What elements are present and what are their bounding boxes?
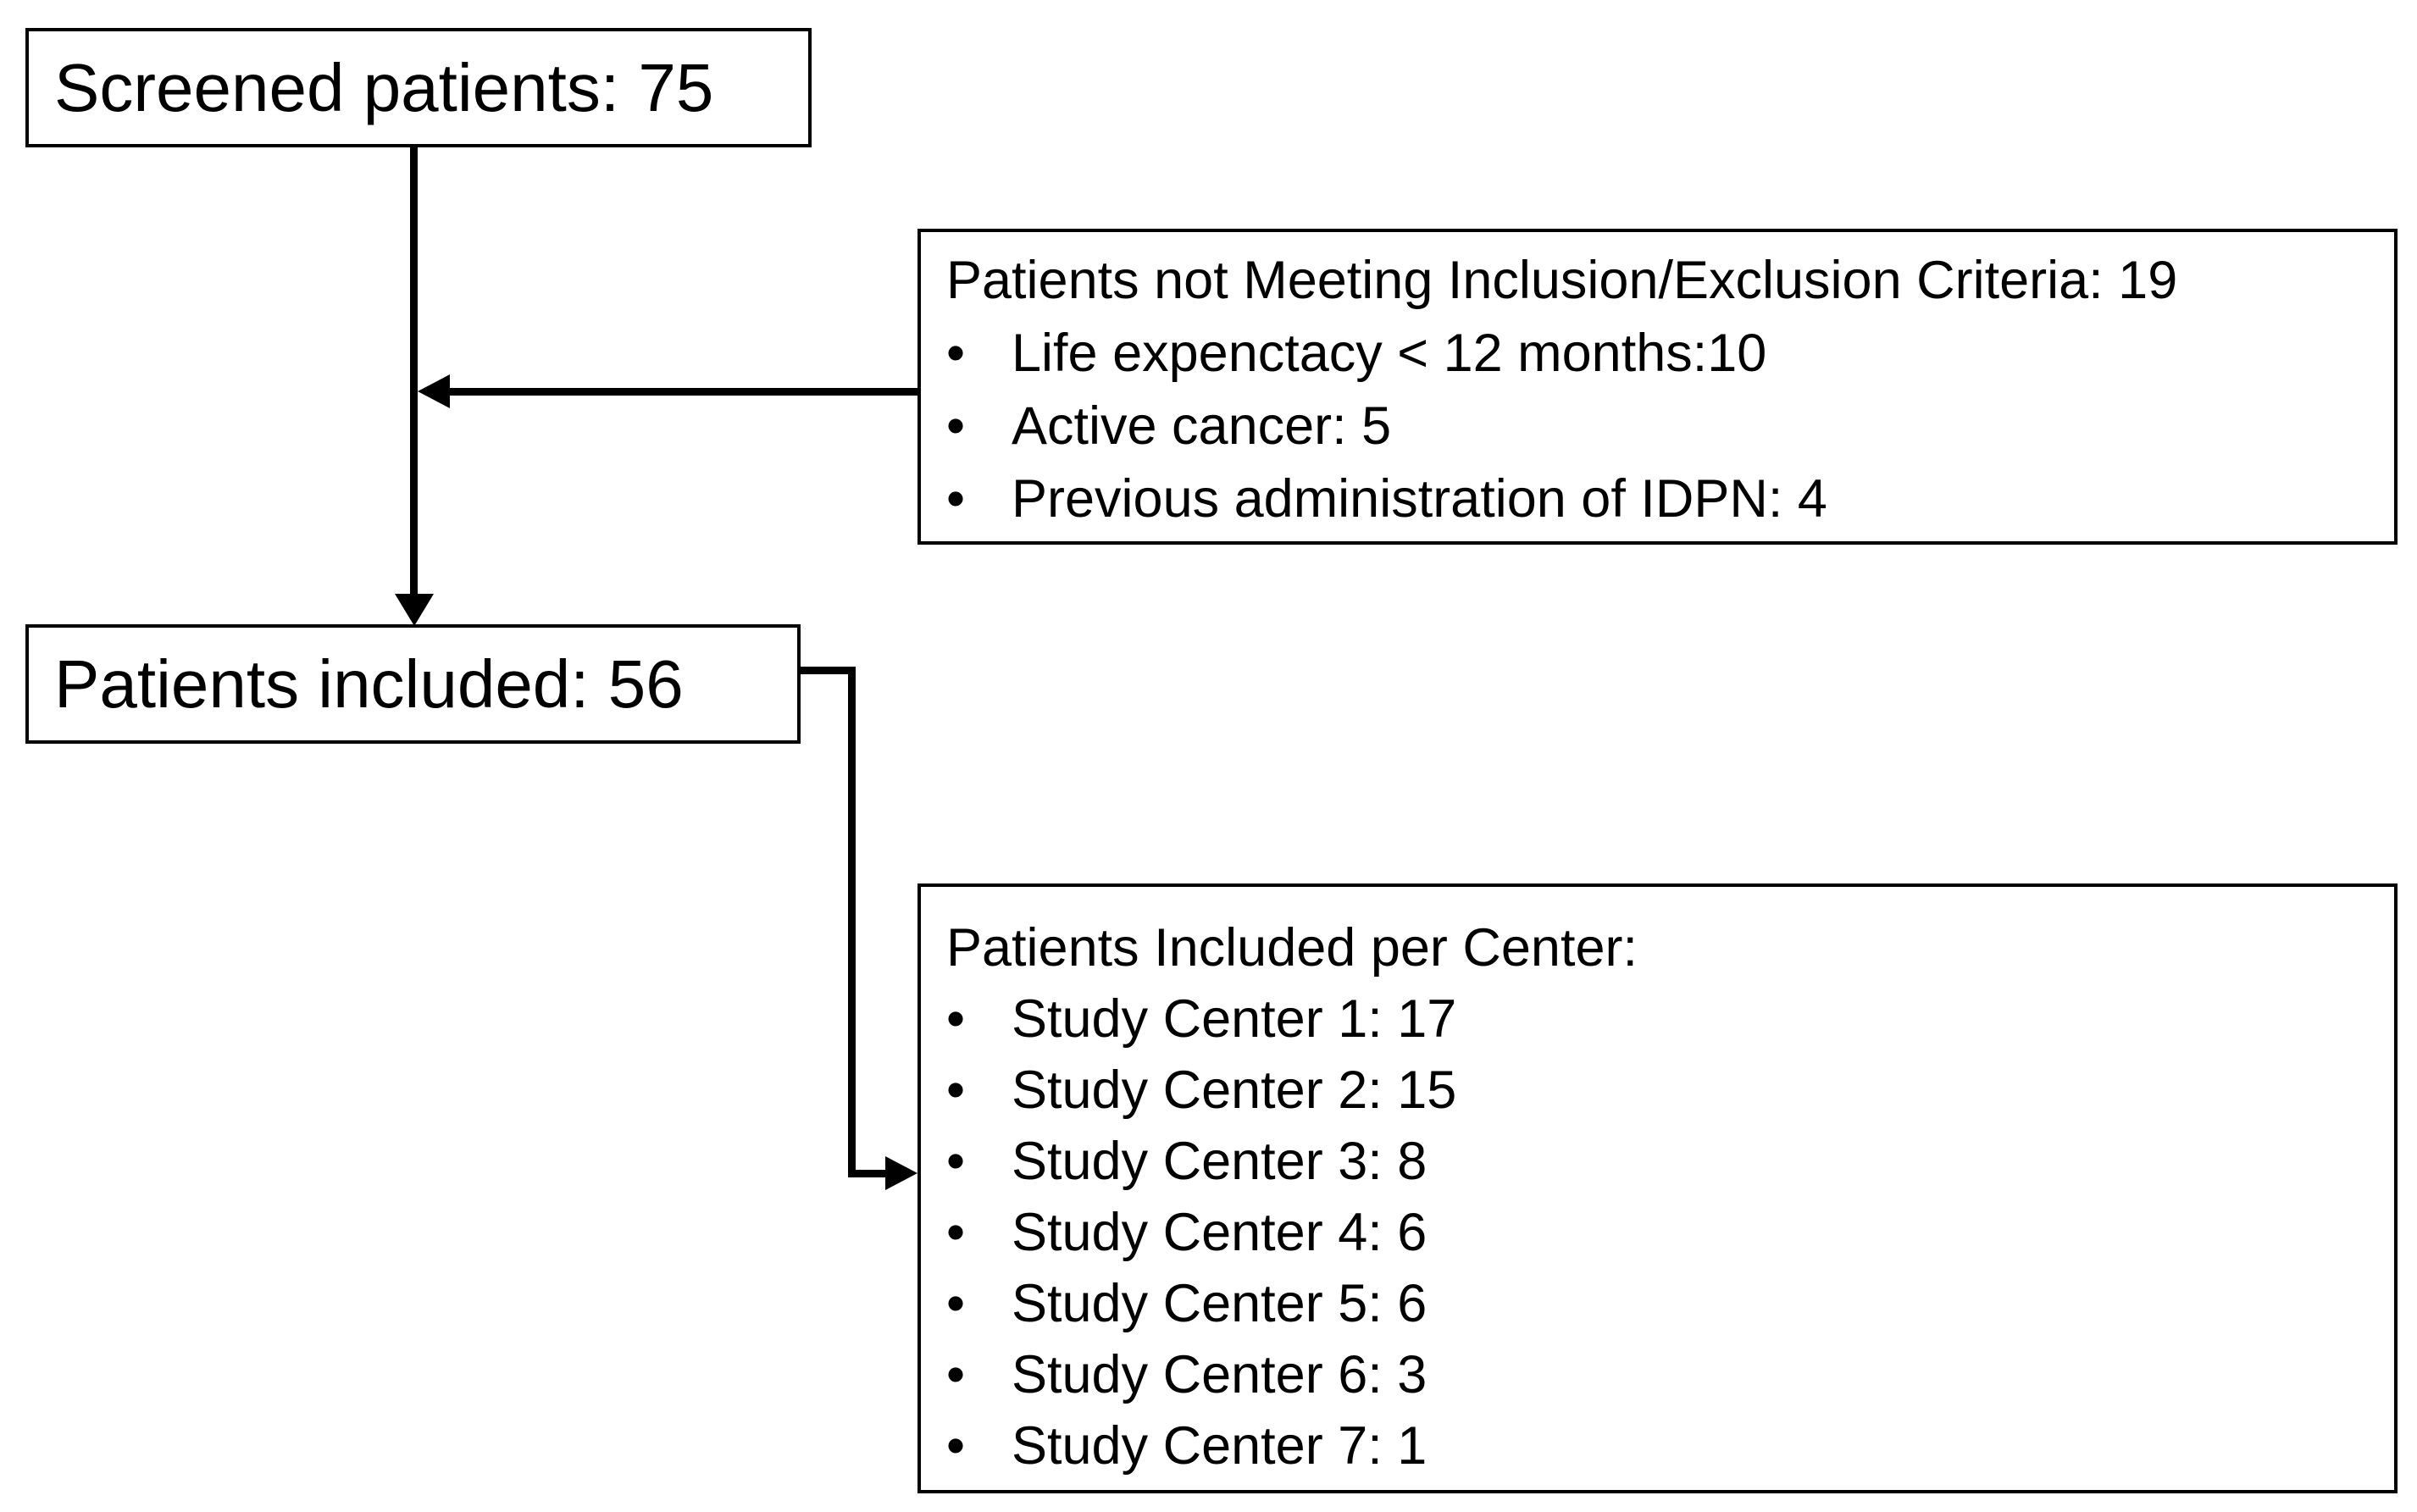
bullet-icon: •: [946, 989, 966, 1049]
connector-included-to-centers-segment-3: [848, 1170, 885, 1177]
bullet-icon: •: [946, 1203, 966, 1262]
arrowhead-right-icon: [885, 1156, 917, 1190]
connector-included-to-centers-segment-2: [848, 667, 856, 1177]
center-item-label: Study Center 6: 3: [1012, 1345, 1427, 1404]
list-item: • Study Center 4: 6: [946, 1197, 2370, 1268]
bullet-icon: •: [946, 469, 966, 529]
exclusion-item-label: Previous administration of IDPN: 4: [1012, 469, 1827, 529]
bullet-icon: •: [946, 1416, 966, 1476]
bullet-icon: •: [946, 1274, 966, 1333]
arrowhead-down-icon: [395, 594, 434, 626]
center-item-label: Study Center 1: 17: [1012, 989, 1457, 1049]
list-item: • Previous administration of IDPN: 4: [946, 462, 2370, 535]
connector-included-to-centers-segment-1: [801, 667, 856, 674]
list-item: • Study Center 3: 8: [946, 1126, 2370, 1197]
patients-included-label: Patients included: 56: [54, 645, 684, 722]
patients-per-center-title-text: Patients Included per Center:: [946, 918, 1638, 978]
screened-patients-box: Screened patients: 75: [25, 28, 812, 147]
center-item-label: Study Center 3: 8: [1012, 1132, 1427, 1191]
list-item: • Study Center 5: 6: [946, 1268, 2370, 1339]
bullet-icon: •: [946, 1132, 966, 1191]
arrow-exclusion-to-flow-line: [449, 388, 917, 396]
patients-per-center-title: Patients Included per Center:: [946, 912, 2370, 983]
exclusion-criteria-title-text: Patients not Meeting Inclusion/Exclusion…: [946, 251, 2178, 310]
center-item-label: Study Center 4: 6: [1012, 1203, 1427, 1262]
patients-per-center-box: Patients Included per Center: • Study Ce…: [917, 883, 2398, 1493]
list-item: • Study Center 2: 15: [946, 1055, 2370, 1126]
patients-included-box: Patients included: 56: [25, 624, 801, 744]
list-item: • Study Center 6: 3: [946, 1339, 2370, 1410]
list-item: • Life expenctacy < 12 months:10: [946, 317, 2370, 390]
exclusion-criteria-box: Patients not Meeting Inclusion/Exclusion…: [917, 229, 2398, 545]
list-item: • Study Center 7: 1: [946, 1410, 2370, 1482]
screened-patients-label: Screened patients: 75: [54, 49, 714, 125]
center-item-label: Study Center 2: 15: [1012, 1061, 1457, 1120]
exclusion-item-label: Life expenctacy < 12 months:10: [1012, 324, 1767, 383]
list-item: • Study Center 1: 17: [946, 983, 2370, 1055]
bullet-icon: •: [946, 1345, 966, 1404]
bullet-icon: •: [946, 1061, 966, 1120]
bullet-icon: •: [946, 324, 966, 383]
exclusion-item-label: Active cancer: 5: [1012, 396, 1392, 456]
center-item-label: Study Center 5: 6: [1012, 1274, 1427, 1333]
arrow-screened-to-included-line: [410, 147, 418, 594]
exclusion-criteria-title: Patients not Meeting Inclusion/Exclusion…: [946, 244, 2370, 317]
bullet-icon: •: [946, 396, 966, 456]
center-item-label: Study Center 7: 1: [1012, 1416, 1427, 1476]
arrowhead-left-icon: [418, 374, 450, 408]
list-item: • Active cancer: 5: [946, 390, 2370, 462]
